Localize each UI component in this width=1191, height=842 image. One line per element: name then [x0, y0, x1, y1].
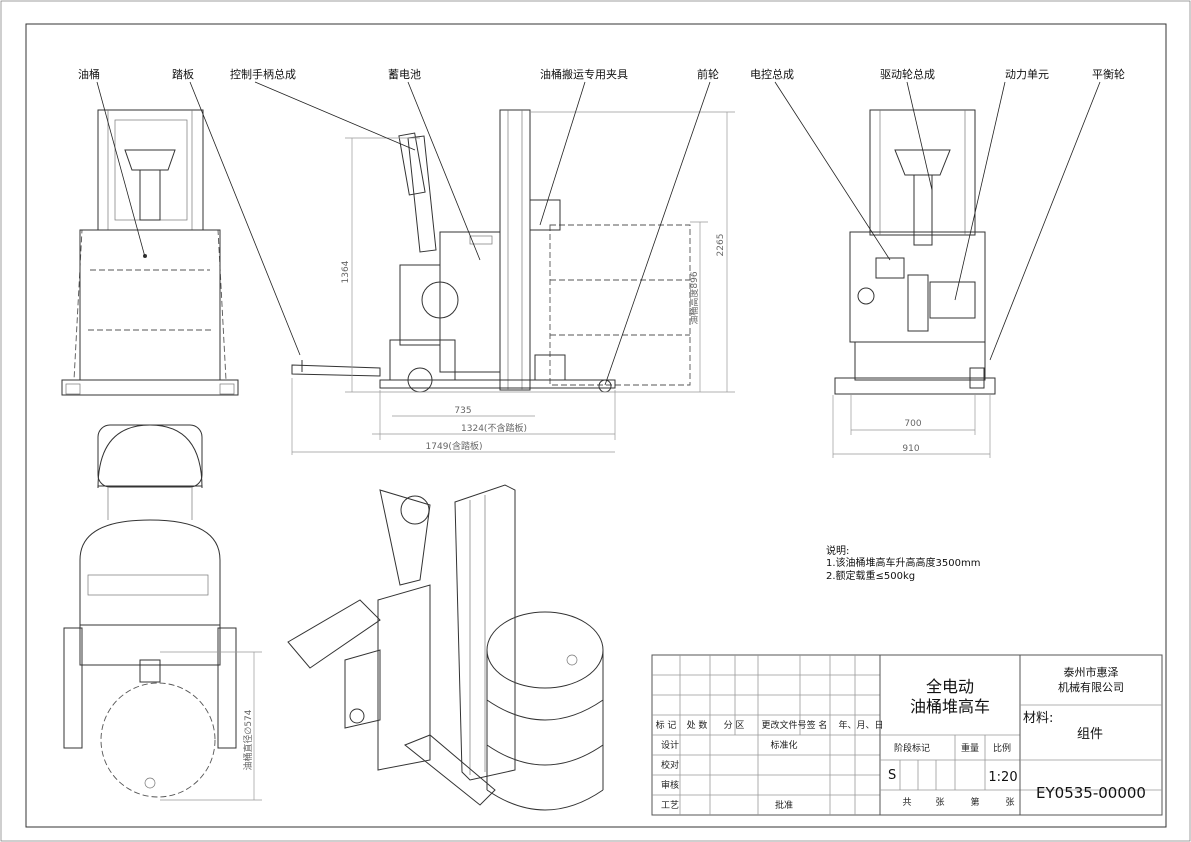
rear-view [834, 109, 996, 395]
callout-pedal: 踏板 [172, 67, 194, 81]
tb-stage-value: S [888, 768, 896, 783]
dim-700: 700 [904, 419, 921, 429]
side-view [291, 109, 691, 393]
tb-approve: 批准 [775, 799, 793, 811]
tb-product-name-line-2: 油桶堆高车 [910, 697, 990, 716]
leader-lines [96, 81, 1101, 386]
callout-oil-drum: 油桶 [78, 67, 100, 81]
dim-drum-height: 油桶高度896 [688, 271, 700, 324]
tb-company-line-2: 机械有限公司 [1058, 680, 1124, 694]
rear-view-dimensions [832, 395, 991, 458]
tb-col-zone: 分 区 [724, 720, 745, 731]
tb-row-process: 工艺 [661, 800, 679, 811]
tb-col-change-doc: 更改文件号 [761, 719, 806, 731]
front-view-left [61, 109, 239, 396]
tb-material-label: 材料: [1023, 711, 1053, 726]
dim-910: 910 [902, 444, 919, 454]
tb-scale-value: 1:20 [988, 770, 1017, 785]
tb-row-review: 审核 [661, 779, 679, 791]
tb-material-value: 组件 [1077, 727, 1103, 742]
callout-power-unit: 动力单元 [1005, 68, 1049, 81]
callout-electric-control: 电控总成 [750, 67, 794, 81]
tb-col-count: 处 数 [687, 719, 708, 731]
callout-battery: 蓄电池 [388, 68, 421, 81]
tb-weight: 重量 [961, 742, 979, 754]
callout-control-handle: 控制手柄总成 [230, 67, 296, 81]
isometric-view [287, 484, 604, 811]
notes-line-2: 2.额定载重≤500kg [826, 569, 915, 582]
tb-sheet-no: 第 [970, 796, 979, 808]
dim-1324: 1324(不含踏板) [461, 422, 527, 434]
tb-product-name-line-1: 全电动 [926, 677, 974, 696]
dim-735: 735 [454, 406, 471, 416]
callout-drive-wheel: 驱动轮总成 [880, 67, 935, 81]
inner-frame [25, 23, 1167, 828]
top-view [63, 424, 237, 798]
dim-1749: 1749(含踏板) [426, 440, 483, 452]
tb-row-design: 设计 [661, 739, 679, 751]
tb-total: 共 [902, 797, 911, 808]
tb-row-check: 校对 [661, 759, 679, 771]
tb-col-date: 年、月、日 [838, 719, 883, 731]
callout-balance-wheel: 平衡轮 [1092, 67, 1125, 81]
callout-drum-clamp: 油桶搬运专用夹具 [540, 67, 628, 81]
tb-sheet-unit: 张 [1005, 797, 1014, 808]
dim-drum-diameter: 油桶直径∅574 [242, 709, 254, 770]
tb-scale: 比例 [993, 742, 1011, 754]
top-view-dimensions [160, 651, 262, 801]
tb-stage-mark: 阶段标记 [894, 742, 930, 754]
tb-drawing-number: EY0535-00000 [1036, 784, 1146, 802]
notes-line-1: 1.该油桶堆高车升高高度3500mm [826, 556, 980, 569]
dim-2265: 2265 [716, 234, 726, 257]
title-block [651, 654, 1163, 816]
dim-1364: 1364 [341, 260, 351, 283]
tb-sheets: 张 [935, 797, 944, 808]
tb-col-sign: 签 名 [807, 719, 828, 731]
tb-standardize: 标准化 [770, 739, 797, 751]
side-view-dimensions [291, 111, 735, 455]
callout-front-wheel: 前轮 [697, 67, 719, 81]
notes-title: 说明: [826, 544, 849, 557]
tb-company-line-1: 泰州市惠泽 [1064, 665, 1119, 679]
tb-col-mark: 标 记 [656, 719, 677, 731]
